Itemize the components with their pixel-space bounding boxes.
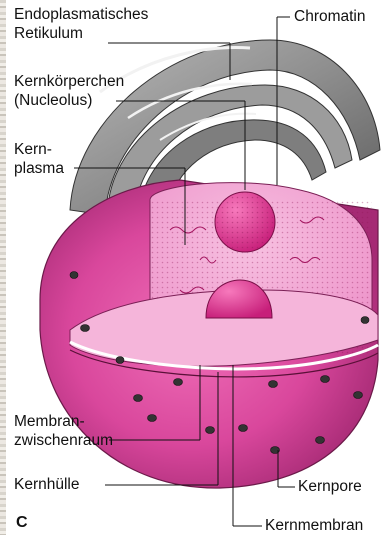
label-er-line2: Retikulum bbox=[14, 24, 148, 43]
label-karyoplasm-line1: Kern- bbox=[14, 140, 64, 159]
label-chromatin: Chromatin bbox=[294, 7, 366, 26]
label-er-line1: Endoplasmatisches bbox=[14, 5, 148, 24]
label-intermembrane-space: Membran- zwischenraum bbox=[14, 412, 113, 450]
label-nuclear-envelope: Kernhülle bbox=[14, 475, 80, 494]
label-nucleolus-line1: Kernkörperchen bbox=[14, 72, 124, 91]
label-nucleolus: Kernkörperchen (Nucleolus) bbox=[14, 72, 124, 110]
label-nuclear-membrane: Kernmembran bbox=[265, 516, 363, 535]
label-nuclear-pore: Kernpore bbox=[298, 477, 362, 496]
panel-letter: C bbox=[16, 514, 28, 532]
label-nucleolus-line2: (Nucleolus) bbox=[14, 91, 124, 110]
label-intermembrane-line2: zwischenraum bbox=[14, 431, 113, 450]
label-karyoplasm-line2: plasma bbox=[14, 159, 64, 178]
label-intermembrane-line1: Membran- bbox=[14, 412, 113, 431]
label-er: Endoplasmatisches Retikulum bbox=[14, 5, 148, 43]
label-karyoplasm: Kern- plasma bbox=[14, 140, 64, 178]
